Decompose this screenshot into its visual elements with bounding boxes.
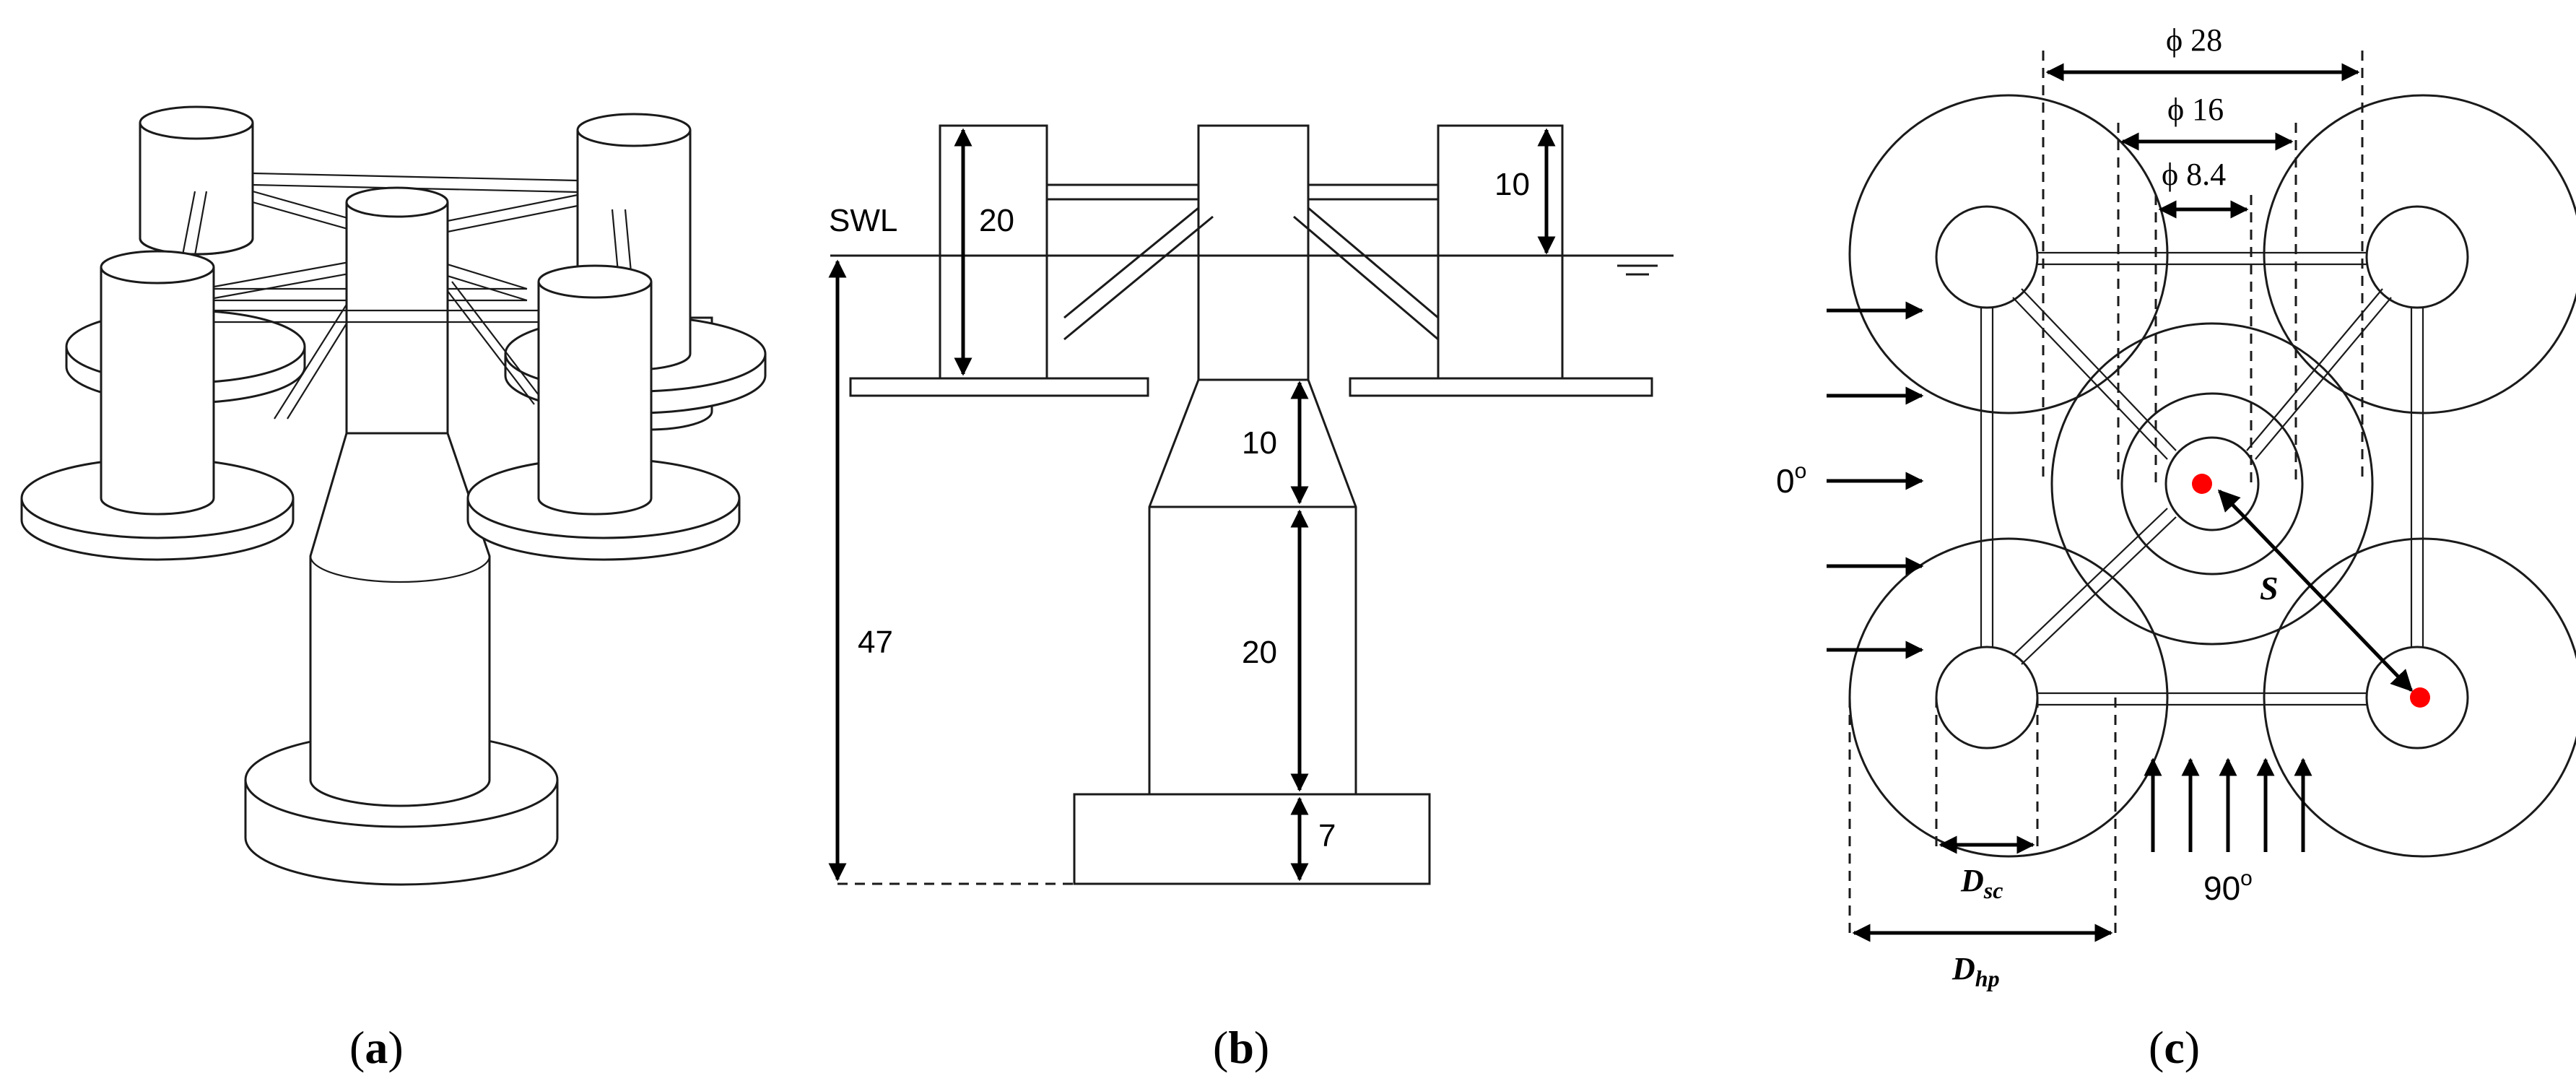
phi-mid-label: ϕ 16 bbox=[2167, 92, 2224, 127]
s-spacing-arrow bbox=[2217, 489, 2414, 692]
front-left-column bbox=[20, 250, 295, 561]
right-heave-plate bbox=[1349, 377, 1653, 397]
caption-b: (b) bbox=[1213, 1022, 1269, 1073]
dim-freeboard-label: 10 bbox=[1494, 167, 1530, 202]
dim-column-height-label: 20 bbox=[979, 203, 1014, 238]
heave-plate-top-left bbox=[1848, 94, 2169, 414]
dsc-label: Dsc bbox=[1960, 863, 2003, 903]
side-column-top-left bbox=[1935, 205, 2039, 309]
front-braces-3d bbox=[214, 309, 539, 323]
swl-label: SWL bbox=[829, 203, 897, 238]
wave-0deg-arrows bbox=[1827, 301, 1924, 659]
angle-0-label: 0o bbox=[1776, 459, 1806, 500]
panel-a-isometric-view bbox=[20, 105, 767, 886]
phi-inner-label: ϕ 8.4 bbox=[2162, 157, 2226, 192]
center-upper-column bbox=[1197, 124, 1310, 381]
dim-lower-column-label: 20 bbox=[1242, 635, 1277, 670]
caption-a: (a) bbox=[349, 1022, 404, 1073]
left-heave-plate bbox=[849, 377, 1149, 397]
corner-marker-dot bbox=[2410, 687, 2430, 708]
s-label: S bbox=[2260, 570, 2279, 607]
back-left-column bbox=[139, 105, 254, 256]
angle-90-label: 90o bbox=[2203, 866, 2253, 907]
wave-90deg-arrows bbox=[2144, 757, 2312, 852]
panel-c-plan-view: ϕ 28 ϕ 16 ϕ 8.4 Dsc Dhp S 0o bbox=[1776, 22, 2576, 991]
braces-3d bbox=[172, 172, 635, 420]
dim-taper-label: 10 bbox=[1242, 425, 1277, 461]
center-mid-circle bbox=[2120, 392, 2304, 575]
dim-draft-label: 47 bbox=[858, 625, 893, 660]
phi-outer-label: ϕ 28 bbox=[2166, 22, 2222, 58]
right-side-column bbox=[1437, 124, 1564, 380]
plan-braces bbox=[1980, 251, 2424, 706]
center-pontoon bbox=[1073, 793, 1431, 885]
side-column-bottom-left bbox=[1935, 646, 2039, 750]
center-outer-circle bbox=[2050, 322, 2374, 646]
center-column bbox=[244, 186, 559, 886]
center-inner-circle bbox=[2164, 436, 2260, 531]
dim-pontoon-label: 7 bbox=[1318, 818, 1336, 853]
side-column-top-right bbox=[2365, 205, 2469, 309]
panel-b-elevation-view: SWL 20 10 10 20 7 47 bbox=[828, 124, 1674, 885]
caption-c: (c) bbox=[2149, 1022, 2200, 1073]
left-side-column bbox=[939, 124, 1048, 380]
center-marker-dot bbox=[2192, 474, 2212, 494]
dhp-label: Dhp bbox=[1951, 951, 2000, 991]
front-right-column bbox=[466, 264, 741, 561]
